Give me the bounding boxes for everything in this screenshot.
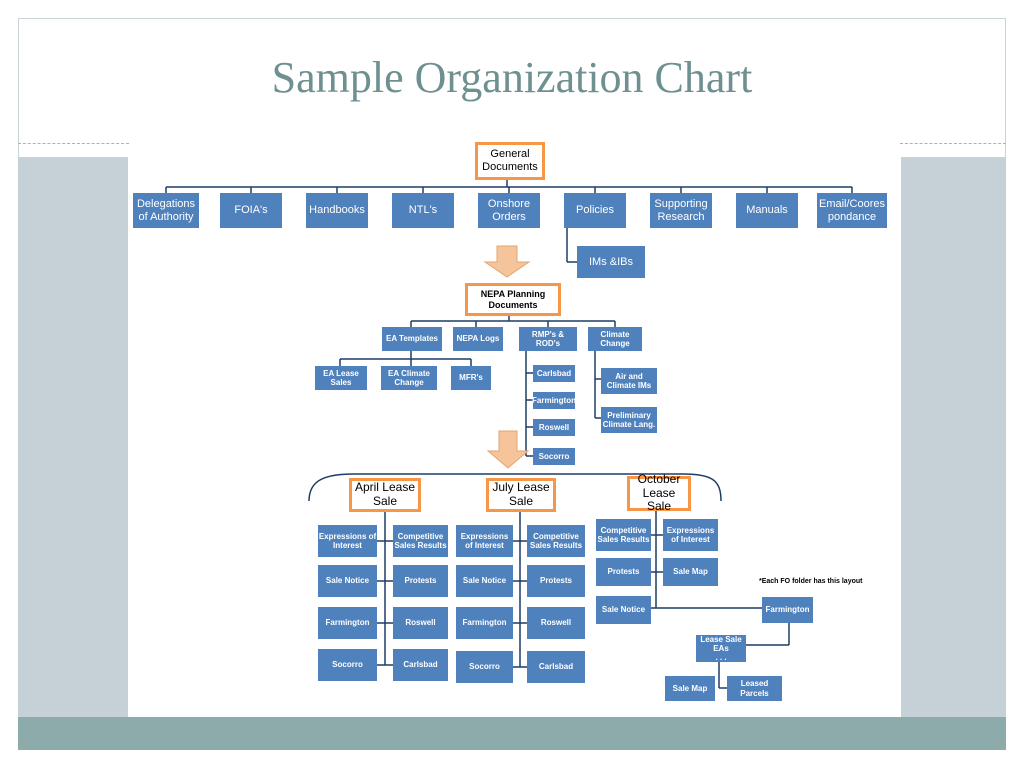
nepa-rmps-rods: RMP's & ROD's bbox=[519, 327, 577, 351]
july-sale-notice: Sale Notice bbox=[456, 565, 513, 597]
category-ntls: NTL's bbox=[392, 193, 454, 228]
ea-climate-change: EA Climate Change bbox=[381, 366, 437, 390]
climate-air-and-climate-ims: Air and Climate IMs bbox=[601, 368, 657, 394]
nepa-climate-change: Climate Change bbox=[588, 327, 642, 351]
lease-eas-leased-parcels: Leased Parcels bbox=[727, 676, 782, 701]
category-supporting-research: Supporting Research bbox=[650, 193, 712, 228]
october-competitive-sales-results: Competitive Sales Results bbox=[596, 519, 651, 551]
rmp-farmington: Farmington bbox=[532, 392, 576, 409]
climate-preliminary-lang: Preliminary Climate Lang. bbox=[601, 407, 657, 433]
july-protests: Protests bbox=[527, 565, 585, 597]
general-documents-node: General Documents bbox=[475, 142, 545, 180]
april-farmington: Farmington bbox=[318, 607, 377, 639]
april-protests: Protests bbox=[393, 565, 448, 597]
april-expressions-of-interest: Expressions of Interest bbox=[318, 525, 377, 557]
october-farmington: Farmington bbox=[762, 597, 813, 623]
october-sale-notice: Sale Notice bbox=[596, 596, 651, 624]
category-email-correspondence: Email/Coorespondance bbox=[817, 193, 887, 228]
ea-lease-sales: EA Lease Sales bbox=[315, 366, 367, 390]
left-dashed-rule bbox=[18, 143, 129, 144]
right-side-band bbox=[901, 157, 1006, 717]
bottom-band bbox=[18, 717, 1006, 750]
october-sale-map: Sale Map bbox=[663, 558, 718, 586]
october-expressions-of-interest: Expressions of Interest bbox=[663, 519, 718, 551]
category-delegations-of-authority: Delegations of Authority bbox=[133, 193, 199, 228]
july-carlsbad: Carlsbad bbox=[527, 651, 585, 683]
july-expressions-of-interest: Expressions of Interest bbox=[456, 525, 513, 557]
category-manuals: Manuals bbox=[736, 193, 798, 228]
lease-sale-eas-dots: . . . bbox=[715, 653, 727, 663]
lease-eas-sale-map: Sale Map bbox=[665, 676, 715, 701]
october-protests: Protests bbox=[596, 558, 651, 586]
rmp-roswell: Roswell bbox=[533, 419, 575, 436]
rmp-carlsbad: Carlsbad bbox=[533, 365, 575, 382]
mfrs: MFR's bbox=[451, 366, 491, 390]
nepa-planning-documents-node: NEPA Planning Documents bbox=[465, 283, 561, 316]
april-socorro: Socorro bbox=[318, 649, 377, 681]
october-lease-sale-node: October Lease Sale bbox=[627, 472, 691, 513]
category-onshore-orders: Onshore Orders bbox=[478, 193, 540, 228]
april-sale-notice: Sale Notice bbox=[318, 565, 377, 597]
lease-sale-eas-label: Lease Sale EAs bbox=[700, 634, 742, 653]
category-foias: FOIA's bbox=[220, 193, 282, 228]
nepa-logs: NEPA Logs bbox=[453, 327, 503, 351]
july-farmington: Farmington bbox=[456, 607, 513, 639]
april-roswell: Roswell bbox=[393, 607, 448, 639]
april-lease-sale-node: April Lease Sale bbox=[349, 478, 421, 512]
july-socorro: Socorro bbox=[456, 651, 513, 683]
april-carlsbad: Carlsbad bbox=[393, 649, 448, 681]
april-competitive-sales-results: Competitive Sales Results bbox=[393, 525, 448, 557]
category-handbooks: Handbooks bbox=[306, 193, 368, 228]
org-chart: General Documents Delegations of Authori… bbox=[129, 135, 900, 708]
left-side-band bbox=[18, 157, 128, 717]
fo-folder-layout-note: *Each FO folder has this layout bbox=[759, 578, 863, 585]
july-competitive-sales-results: Competitive Sales Results bbox=[527, 525, 585, 557]
rmp-socorro: Socorro bbox=[533, 448, 575, 465]
down-arrow-icon bbox=[486, 430, 530, 469]
connector-lines bbox=[165, 179, 853, 689]
july-lease-sale-node: July Lease Sale bbox=[486, 478, 556, 512]
nepa-ea-templates: EA Templates bbox=[382, 327, 442, 351]
right-dashed-rule bbox=[900, 143, 1006, 144]
lease-sale-eas-node: Lease Sale EAs . . . bbox=[696, 635, 746, 662]
category-policies: Policies bbox=[564, 193, 626, 228]
slide-title: Sample Organization Chart bbox=[271, 53, 753, 102]
ims-ibs-node: IMs &IBs bbox=[577, 246, 645, 278]
july-roswell: Roswell bbox=[527, 607, 585, 639]
down-arrow-icon bbox=[483, 245, 531, 278]
